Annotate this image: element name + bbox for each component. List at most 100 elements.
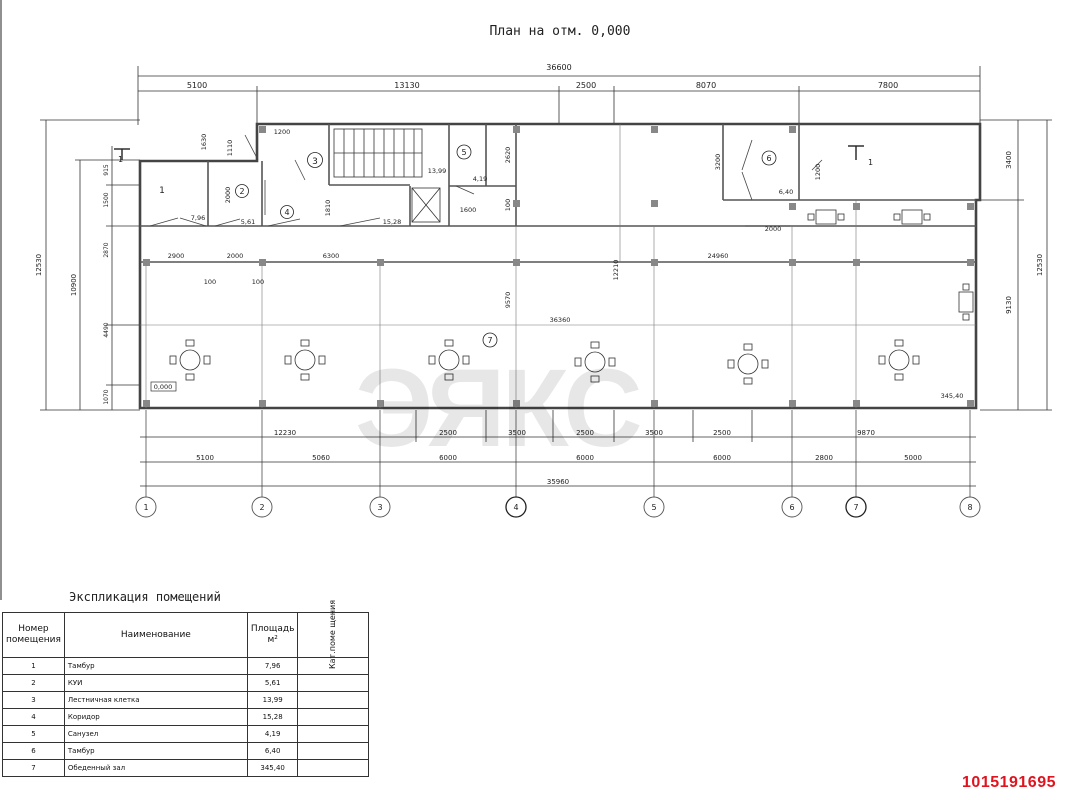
row-name: Лестничная клетка	[63, 691, 248, 709]
left-dimension-2: 1500	[103, 192, 110, 207]
table-group	[428, 339, 470, 381]
row-number: 3	[2, 691, 65, 709]
row-number: 5	[2, 725, 65, 743]
room-marker-1: 1	[159, 186, 165, 196]
explication-header-row: Номер помещения Наименование Площадь м² …	[2, 600, 369, 669]
bottom-middle-dim-5: 6000	[713, 454, 731, 462]
area-labels: 7,96 5,61 15,28 13,99 4,19 6,40 345,40	[191, 167, 964, 400]
dim-2000-h: 2000	[765, 225, 782, 233]
explication-table: Номер помещения Наименование Площадь м² …	[2, 600, 369, 777]
row-name: Санузел	[63, 725, 248, 743]
plan-title: План на отм. 0,000	[489, 24, 631, 39]
bottom-upper-dim-5: 3500	[645, 429, 663, 437]
dim-1630: 1630	[200, 134, 208, 151]
row-category	[297, 691, 369, 709]
table-row: 3 Лестничная клетка 13,99	[2, 691, 369, 709]
right-dimension-chains	[980, 119, 1052, 411]
dim-24960: 24960	[708, 252, 729, 260]
left-overall-dimension: 12530	[35, 254, 43, 276]
bottom-upper-dim-2: 2500	[439, 429, 457, 437]
columns	[143, 126, 974, 407]
structural-grid-lines	[140, 124, 976, 408]
top-dimension-5: 7800	[878, 81, 898, 90]
row-name: Тамбур	[63, 657, 248, 675]
dim-100-a: 100	[204, 278, 216, 286]
axis-bubbles	[135, 496, 981, 518]
explication-title: Экспликация помещений	[69, 590, 221, 604]
axis-label-7: 7	[853, 503, 858, 512]
bottom-upper-dim-4: 2500	[576, 429, 594, 437]
top-dimension-4: 8070	[696, 81, 716, 90]
row-area: 7,96	[246, 657, 299, 675]
row-area: 15,28	[246, 708, 299, 726]
dim-6300: 6300	[323, 252, 340, 260]
axis-label-2: 2	[259, 503, 264, 512]
row-number: 1	[2, 657, 65, 675]
level-mark: 0,000	[154, 383, 173, 391]
dim-2620: 2620	[504, 147, 512, 164]
header-category: Кат.поме щения	[297, 600, 369, 669]
row-name: КУИ	[63, 674, 248, 692]
bottom-middle-dim-6: 2800	[815, 454, 833, 462]
bottom-upper-dim-1: 12230	[274, 429, 296, 437]
axis-label-8: 8	[967, 503, 972, 512]
dim-100-v: 100	[504, 199, 512, 211]
axis-label-5: 5	[651, 503, 656, 512]
dim-2000: 2000	[227, 252, 244, 260]
row-name: Тамбур	[63, 742, 248, 760]
axis-label-1: 1	[143, 503, 148, 512]
row-category	[297, 759, 369, 777]
table-row: 5 Санузел 4,19	[2, 725, 369, 743]
dim-1600: 1600	[460, 206, 477, 214]
section-mark-right: 1	[868, 158, 873, 167]
section-mark-left: 1	[118, 155, 123, 164]
top-overall-dimension: 36600	[546, 63, 571, 72]
bottom-middle-dim-1: 5100	[196, 454, 214, 462]
axis-label-6: 6	[789, 503, 794, 512]
area-room-2: 5,61	[241, 218, 255, 226]
header-area: Площадь м²	[246, 612, 299, 658]
row-name: Коридор	[63, 708, 248, 726]
bottom-upper-dim-7: 9870	[857, 429, 875, 437]
rect-table-group	[958, 283, 974, 321]
row-number: 4	[2, 708, 65, 726]
area-room-6: 6,40	[779, 188, 793, 196]
dim-36360: 36360	[550, 316, 571, 324]
row-name: Обеденный зал	[63, 759, 248, 777]
bottom-upper-dim-6: 2500	[713, 429, 731, 437]
dim-3200: 3200	[714, 154, 722, 171]
inner-dimension-labels: 1630 1110 1200 2000 1810 2620 100 1600 2…	[168, 128, 822, 324]
left-dimension-3: 2870	[103, 242, 110, 257]
table-group	[878, 339, 920, 381]
left-dimension-chains	[40, 119, 140, 411]
row-area: 5,61	[246, 674, 299, 692]
right-dimension-2: 9130	[1005, 296, 1013, 314]
top-dimension-chains	[137, 66, 981, 125]
area-room-7: 345,40	[941, 392, 964, 400]
row-area: 6,40	[246, 742, 299, 760]
room-marker-4: 4	[284, 208, 289, 217]
header-name: Наименование	[63, 612, 248, 658]
row-area: 4,19	[246, 725, 299, 743]
right-overall-dimension: 12530	[1036, 254, 1044, 276]
dim-9570: 9570	[504, 292, 512, 309]
row-category	[297, 674, 369, 692]
room-marker-circles	[235, 144, 777, 348]
bottom-overall-dimension: 35960	[547, 478, 569, 486]
row-category	[297, 725, 369, 743]
table-row: 6 Тамбур 6,40	[2, 742, 369, 760]
room-marker-5: 5	[461, 148, 466, 157]
row-area: 345,40	[246, 759, 299, 777]
dim-1200-top: 1200	[274, 128, 291, 136]
dim-1110: 1110	[226, 140, 234, 157]
dim-2000-v: 2000	[224, 187, 232, 204]
axis-label-3: 3	[377, 503, 382, 512]
area-room-4: 15,28	[383, 218, 402, 226]
right-dimension-1: 3400	[1005, 151, 1013, 169]
table-group	[169, 339, 211, 381]
shaft	[411, 187, 441, 223]
table-row: 4 Коридор 15,28	[2, 708, 369, 726]
listing-id: 1015191695	[962, 774, 1056, 791]
top-dimension-1: 5100	[187, 81, 207, 90]
row-category	[297, 742, 369, 760]
